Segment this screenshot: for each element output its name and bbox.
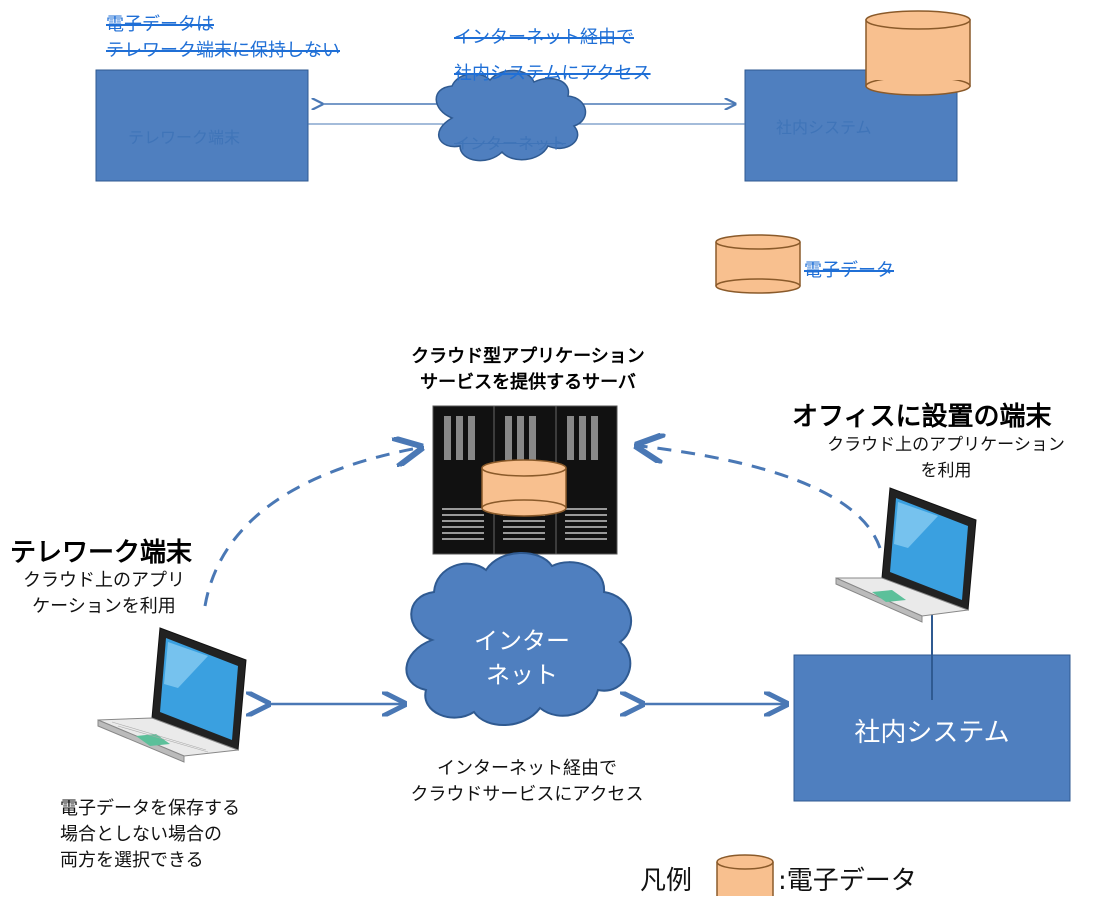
laptop-telework-icon [97,627,247,763]
top-center-note: インターネット経由で 社内システムにアクセス [454,20,651,92]
via-internet-note: インターネット経由で クラウドサービスにアクセス [382,756,672,808]
save-note-line2: 場合としない場合の [60,824,222,845]
top-center-note-line1: インターネット経由で [454,27,634,48]
top-telework-box [95,69,309,182]
cloud-label-line1: インター [474,627,570,655]
telework-subtitle-line1: クラウド上のアプリ [23,570,185,591]
legend-item: :電子データ [778,866,917,896]
top-telework-label: テレワーク端末 [128,128,241,147]
laptop-office-icon [835,487,977,623]
internal-system-label: 社内システム [854,718,1010,748]
bottom-cloud-icon [405,552,633,726]
save-note-line1: 電子データを保存する [60,798,240,819]
top-left-note-line1: 電子データは [106,14,214,35]
legend-database-icon [716,854,774,896]
dashed-arrow-left [203,448,418,607]
via-internet-note-line2: クラウドサービスにアクセス [410,784,644,805]
server-title: クラウド型アプリケーション サービスを提供するサーバ [370,344,686,396]
top-internal-system-label: 社内システム [776,118,872,137]
cloud-label: インター ネット [444,624,600,692]
telework-subtitle-line2: ケーションを利用 [32,596,176,617]
office-subtitle: クラウド上のアプリケーション を利用 [796,432,1096,484]
server-database-icon [481,459,567,517]
via-internet-note-line1: インターネット経由で [437,758,617,779]
office-subtitle-line2: を利用 [920,461,972,481]
telework-title: テレワーク端末 [10,538,193,568]
office-subtitle-line1: クラウド上のアプリケーション [827,435,1065,455]
office-title: オフィスに設置の端末 [792,402,1052,432]
server-title-line1: クラウド型アプリケーション [411,346,645,367]
server-title-line2: サービスを提供するサーバ [420,372,636,393]
top-database-icon-legend [715,234,801,294]
legend-label: 凡例 [640,866,693,896]
telework-subtitle: クラウド上のアプリ ケーションを利用 [6,568,202,620]
top-left-note: 電子データは テレワーク端末に保持しない [106,12,340,64]
top-database-label: 電子データ [804,260,894,281]
save-note-line3: 両方を選択できる [60,850,204,871]
top-cloud-label: インターネット [454,134,567,153]
top-left-note-line2: テレワーク端末に保持しない [106,40,340,61]
save-note: 電子データを保存する 場合としない場合の 両方を選択できる [60,796,240,874]
top-center-note-line2: 社内システムにアクセス [454,63,651,84]
top-cloud-icon [435,69,587,162]
cloud-label-line2: ネット [486,661,558,689]
top-database-icon-server [865,10,971,96]
dashed-arrow-right [640,446,882,549]
